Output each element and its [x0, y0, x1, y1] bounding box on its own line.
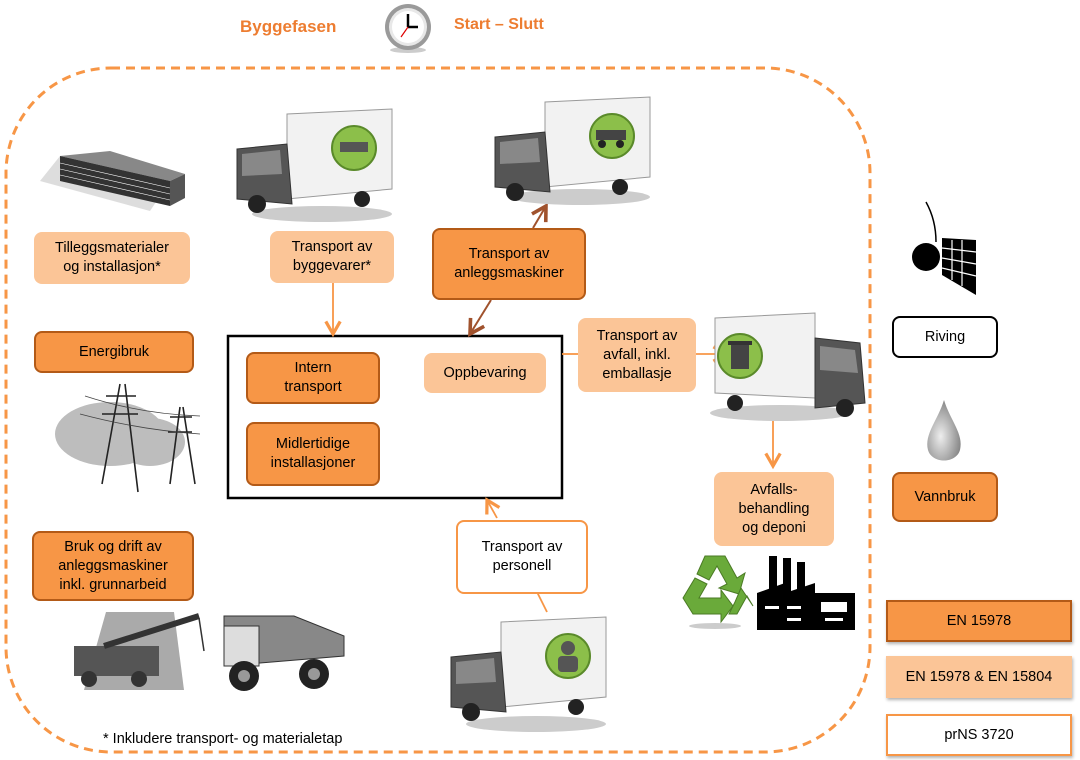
period-label: Start – Slutt — [454, 16, 544, 33]
water-drop-icon — [927, 400, 961, 461]
line-truck-to-personnel — [536, 591, 548, 613]
legend-item-prns3720: prNS 3720 — [886, 714, 1072, 756]
truck-waste-icon — [710, 312, 866, 421]
arrow-machinery-to-truck — [531, 202, 548, 229]
truck-building-materials-icon — [236, 108, 393, 222]
arrow-machinery-to-site — [468, 299, 492, 338]
box-intern-transport: Intern transport — [246, 352, 380, 404]
factory-icon — [757, 556, 855, 630]
box-transport-byggevarer: Transport av byggevarer* — [270, 231, 394, 283]
phase-title: Byggefasen — [240, 17, 337, 36]
legend-item-en15978-en15804: EN 15978 & EN 15804 — [886, 656, 1072, 698]
box-transport-personell: Transport av personell — [456, 520, 588, 594]
clock-icon — [385, 4, 431, 53]
truck-machinery-icon — [494, 96, 651, 205]
box-transport-anleggsmaskiner: Transport av anleggsmaskiner — [432, 228, 586, 300]
box-midlertidige-installasjoner: Midlertidige installasjoner — [246, 422, 380, 486]
box-avfallsbehandling: Avfalls- behandling og deponi — [714, 472, 834, 546]
legend-item-en15978: EN 15978 — [886, 600, 1072, 642]
box-energibruk: Energibruk — [34, 331, 194, 373]
box-bruk-drift: Bruk og drift av anleggsmaskiner inkl. g… — [32, 531, 194, 601]
construction-machinery-icon — [74, 612, 345, 691]
recycle-icon — [682, 555, 754, 629]
arrow-personnel-to-site — [485, 497, 501, 519]
lumber-stack-icon — [40, 151, 185, 211]
box-tilleggsmaterialer: Tilleggsmaterialer og installasjon* — [34, 232, 190, 284]
box-vannbruk: Vannbruk — [892, 472, 998, 522]
box-oppbevaring: Oppbevaring — [424, 353, 546, 393]
box-riving: Riving — [892, 316, 998, 358]
box-transport-avfall: Transport av avfall, inkl. emballasje — [578, 318, 696, 392]
wrecking-ball-icon — [912, 201, 977, 295]
footnote: * Inkludere transport- og materialetap — [103, 731, 343, 747]
system-boundary-frame — [4, 66, 872, 754]
truck-personnel-icon — [450, 616, 607, 732]
power-line-icon — [55, 383, 200, 493]
